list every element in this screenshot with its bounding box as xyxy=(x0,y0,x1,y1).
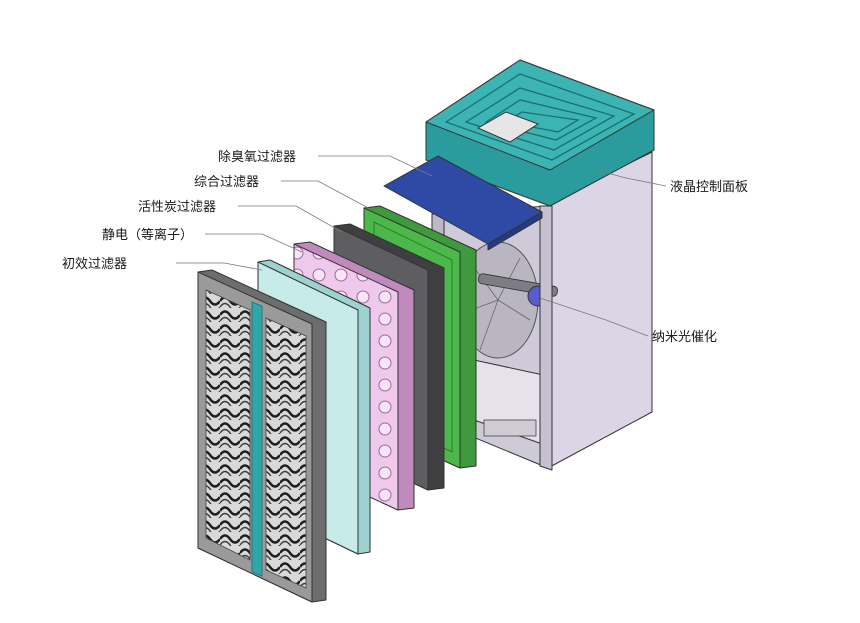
label-nano-photocatalysis: 纳米光催化 xyxy=(652,330,717,345)
primary-filter-grille xyxy=(197,269,327,603)
label-ozone-filter: 除臭氧过滤器 xyxy=(218,150,296,165)
label-primary-filter: 初效过滤器 xyxy=(62,257,127,272)
lcd-screen xyxy=(476,111,540,143)
label-activated-carbon-filter: 活性炭过滤器 xyxy=(138,200,216,215)
label-composite-filter: 综合过滤器 xyxy=(194,175,259,190)
bottom-tray xyxy=(483,419,537,437)
lcd-control-top xyxy=(425,59,655,207)
label-electrostatic: 静电（等离子） xyxy=(102,227,193,243)
label-lcd-control-panel: 液晶控制面板 xyxy=(670,180,748,195)
leader-lines xyxy=(176,155,667,337)
